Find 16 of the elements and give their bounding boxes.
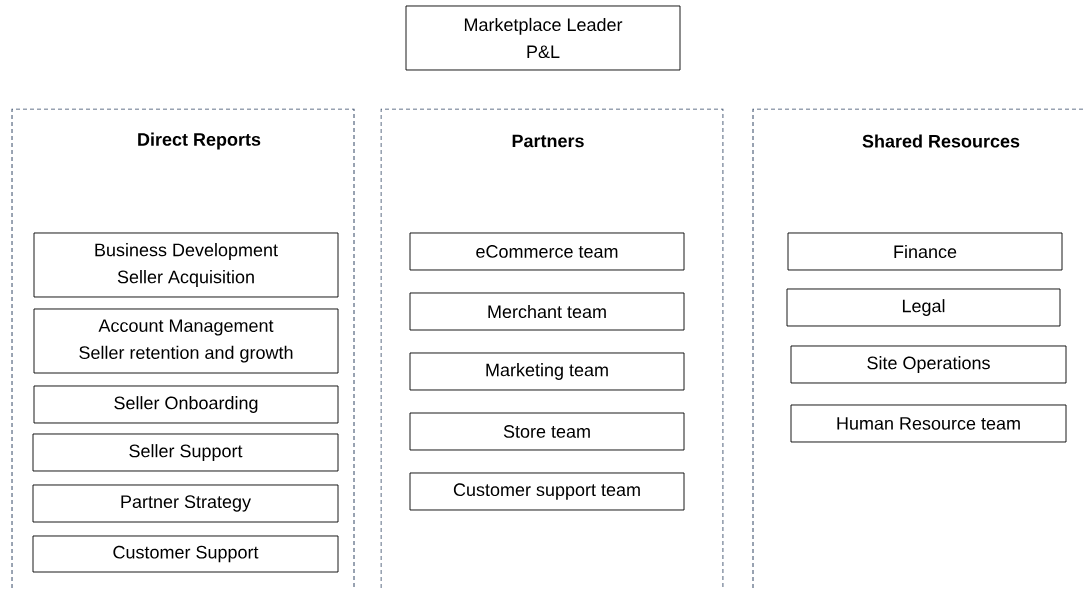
org-box: Site Operations [790,345,1067,384]
org-box: Seller Support [32,433,339,472]
leader-box: Marketplace Leader P&L [405,5,681,71]
org-box: Customer support team [409,472,685,511]
org-box: Store team [409,412,685,451]
org-box: Customer Support [32,535,339,573]
org-box: Merchant team [409,292,685,331]
org-box: eCommerce team [409,232,685,271]
org-box: Marketing team [409,352,685,391]
org-box: Finance [787,232,1063,271]
org-box: Business Development Seller Acquisition [33,232,339,298]
org-box: Seller Onboarding [33,385,339,424]
org-box: Partner Strategy [32,484,339,523]
org-box: Account Management Seller retention and growth [33,308,339,374]
org-box: Human Resource team [790,404,1067,443]
org-box: Legal [786,288,1061,327]
